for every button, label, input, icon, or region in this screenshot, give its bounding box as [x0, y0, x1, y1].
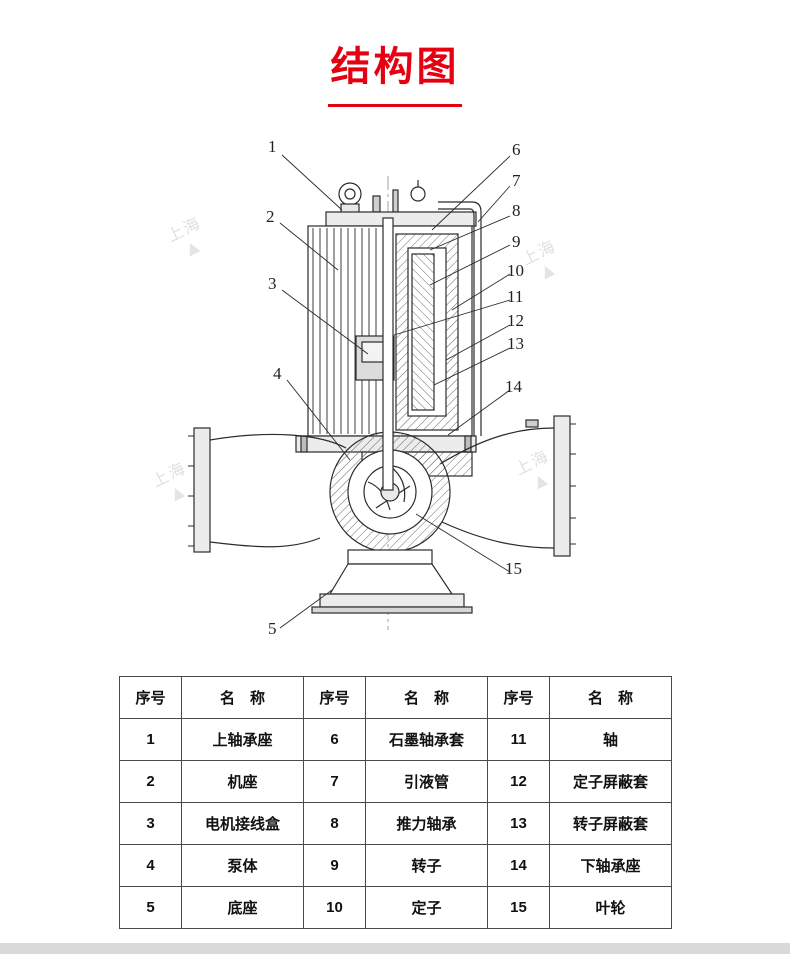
table-cell: 转子屏蔽套	[549, 802, 672, 845]
callout-7: 7	[512, 171, 521, 190]
table-cell: 石墨轴承套	[365, 718, 488, 761]
callout-3: 3	[268, 274, 277, 293]
callout-12: 12	[507, 311, 524, 330]
table-header-row: 序号 名 称 序号 名 称 序号 名 称	[119, 676, 672, 719]
callout-11: 11	[507, 287, 524, 306]
table-cell: 推力轴承	[365, 802, 488, 845]
title-underline	[328, 104, 462, 107]
table-header-cell: 名 称	[549, 676, 672, 719]
table-cell: 定子	[365, 886, 488, 929]
table-row: 1 上轴承座 6 石墨轴承套 11 轴	[119, 718, 672, 761]
table-cell: 机座	[181, 760, 304, 803]
table-cell: 2	[119, 760, 182, 803]
rotor-section	[411, 253, 435, 411]
table-cell: 6	[303, 718, 366, 761]
table-row: 3 电机接线盒 8 推力轴承 13 转子屏蔽套	[119, 802, 672, 845]
callout-4: 4	[273, 364, 282, 383]
table-row: 4 泵体 9 转子 14 下轴承座	[119, 844, 672, 887]
callout-8: 8	[512, 201, 521, 220]
callout-5: 5	[268, 619, 277, 638]
callout-14: 14	[505, 377, 522, 396]
callout-10: 10	[507, 261, 524, 280]
table-cell: 轴	[549, 718, 672, 761]
table-header-cell: 序号	[119, 676, 182, 719]
table-row: 5 底座 10 定子 15 叶轮	[119, 886, 672, 929]
table-cell: 14	[487, 844, 550, 887]
callout-15: 15	[505, 559, 522, 578]
suction-flange	[188, 427, 211, 553]
table-cell: 10	[303, 886, 366, 929]
table-cell: 泵体	[181, 844, 304, 887]
leader-lines	[279, 154, 511, 629]
table-cell: 11	[487, 718, 550, 761]
table-cell: 15	[487, 886, 550, 929]
impeller	[363, 465, 417, 519]
table-cell: 3	[119, 802, 182, 845]
lifting-eye	[338, 182, 362, 214]
table-cell: 9	[303, 844, 366, 887]
table-header-cell: 序号	[487, 676, 550, 719]
table-cell: 5	[119, 886, 182, 929]
table-row: 2 机座 7 引液管 12 定子屏蔽套	[119, 760, 672, 803]
liquid-pipe	[438, 201, 482, 436]
table-cell: 下轴承座	[549, 844, 672, 887]
table-cell: 8	[303, 802, 366, 845]
table-header-cell: 序号	[303, 676, 366, 719]
table-cell: 12	[487, 760, 550, 803]
upper-bearing-seat	[325, 211, 477, 227]
table-header-cell: 名 称	[181, 676, 304, 719]
table-cell: 7	[303, 760, 366, 803]
bottom-strip	[0, 943, 790, 954]
callout-2: 2	[266, 207, 275, 226]
diagram-area: 1 2 3 4 5 6 7 8 9 10 11 12 13 14 15	[180, 130, 600, 650]
table-cell: 底座	[181, 886, 304, 929]
callout-6: 6	[512, 140, 521, 159]
pump-cross-section-diagram	[188, 154, 576, 630]
table-cell: 转子	[365, 844, 488, 887]
callout-1: 1	[268, 137, 277, 156]
motor-fins	[312, 228, 384, 434]
table-cell: 叶轮	[549, 886, 672, 929]
table-cell: 引液管	[365, 760, 488, 803]
top-fittings	[372, 180, 426, 213]
base	[311, 549, 473, 614]
table-header-cell: 名 称	[365, 676, 488, 719]
page-title: 结构图	[330, 45, 460, 89]
callout-9: 9	[512, 232, 521, 251]
table-cell: 定子屏蔽套	[549, 760, 672, 803]
discharge-flange	[553, 415, 576, 557]
callout-13: 13	[507, 334, 524, 353]
table-cell: 电机接线盒	[181, 802, 304, 845]
table-cell: 上轴承座	[181, 718, 304, 761]
table-cell: 13	[487, 802, 550, 845]
parts-table: 序号 名 称 序号 名 称 序号 名 称 1 上轴承座 6 石墨轴承套 11 轴…	[119, 676, 672, 929]
table-cell: 1	[119, 718, 182, 761]
table-cell: 4	[119, 844, 182, 887]
shaft	[382, 217, 394, 491]
